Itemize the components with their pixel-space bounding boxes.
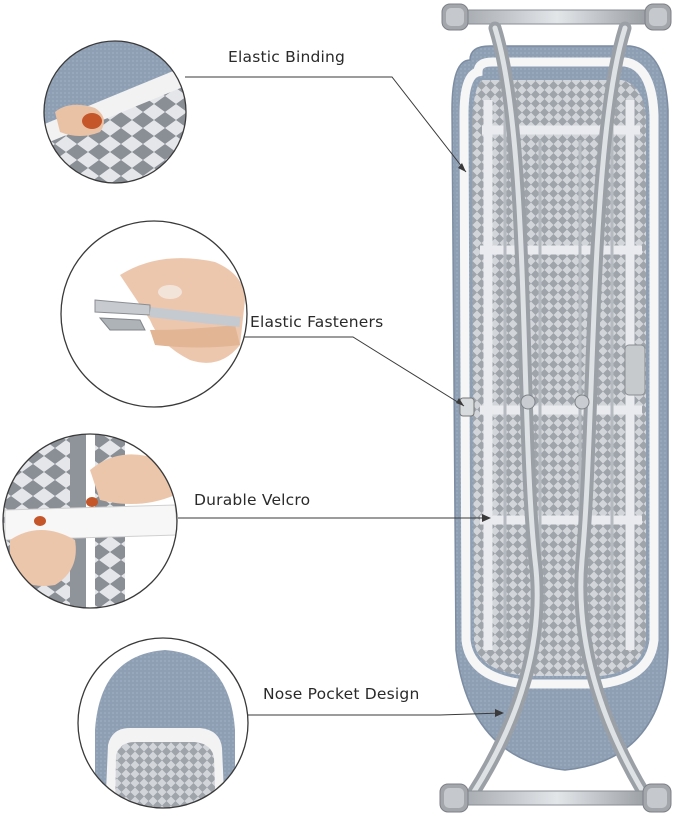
leader-elastic-fasteners <box>238 336 465 407</box>
board-frame <box>480 100 642 650</box>
label-durable-velcro: Durable Velcro <box>194 491 311 509</box>
callout-elastic-fasteners-image <box>60 220 248 408</box>
bottom-foot-bar <box>439 783 672 813</box>
fastener-clip <box>459 397 475 417</box>
label-nose-pocket-design: Nose Pocket Design <box>263 685 420 703</box>
label-elastic-binding: Elastic Binding <box>228 48 346 66</box>
top-foot-bar <box>441 3 672 31</box>
leader-nose-pocket <box>245 712 503 716</box>
leader-lines <box>178 76 503 716</box>
label-elastic-fasteners: Elastic Fasteners <box>250 313 384 331</box>
leader-elastic-binding <box>185 76 467 173</box>
board-binding <box>459 57 659 689</box>
callout-elastic-binding-image <box>43 40 187 184</box>
ironing-board <box>439 3 672 813</box>
board-legs <box>465 21 652 802</box>
board-mesh <box>472 80 646 676</box>
callout-durable-velcro-image <box>2 433 178 609</box>
callout-nose-pocket-image <box>77 637 249 809</box>
